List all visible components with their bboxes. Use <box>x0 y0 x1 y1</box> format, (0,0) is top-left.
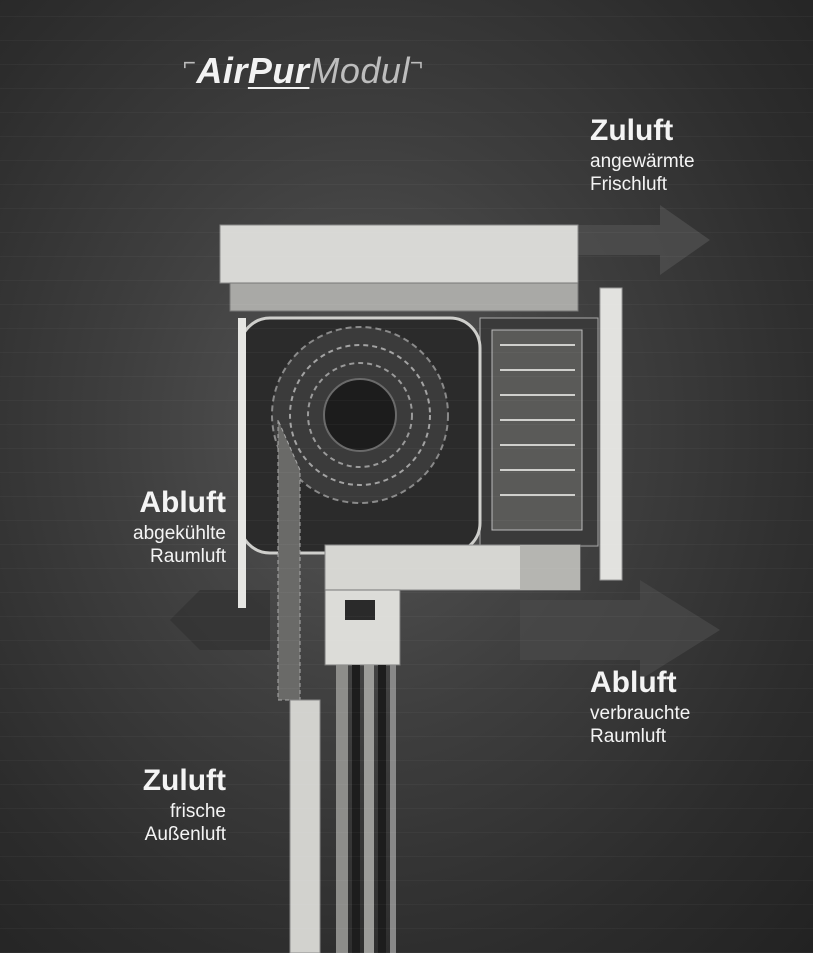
window-pane-3 <box>364 665 374 953</box>
window-frame-shade <box>520 545 580 590</box>
label-line-2: Raumluft <box>149 546 226 568</box>
label-title: Zuluft <box>590 114 674 147</box>
label-line-1: verbrauchte <box>590 702 691 724</box>
housing-top-box <box>219 224 579 284</box>
label-zuluft-top: Zuluft angewärmte Frischluft <box>590 112 695 197</box>
label-line-2: Frischluft <box>590 174 668 196</box>
airpurmodul-logo: ⌐AirPurModul¬ <box>183 50 423 92</box>
label-line-1: abgekühlte <box>133 522 226 544</box>
label-abluft-left: Abluft abgekühlte Raumluft <box>60 484 226 569</box>
outer-frame-lower <box>289 699 321 953</box>
label-line-2: Außenluft <box>144 824 226 846</box>
exhaust-air-flow-right <box>520 580 720 680</box>
window-pane-1 <box>336 665 348 953</box>
vent-filter-lamellas <box>500 344 575 496</box>
supply-air-flow-top <box>560 205 710 275</box>
label-title: Abluft <box>590 666 677 699</box>
vent-filter <box>491 329 583 531</box>
label-line-2: Raumluft <box>590 726 667 748</box>
exhaust-air-flow-left <box>170 590 270 650</box>
window-pane-4 <box>378 665 386 953</box>
rolled-shutter-coil <box>271 326 449 504</box>
label-line-1: frische <box>170 800 226 822</box>
window-pane-2 <box>352 665 360 953</box>
label-abluft-right: Abluft verbrauchte Raumluft <box>590 664 690 749</box>
housing-top-shade <box>229 282 579 312</box>
window-pane-5 <box>390 665 396 953</box>
logo-modul: Modul <box>309 50 410 91</box>
label-title: Abluft <box>139 486 226 519</box>
logo-left-tick: ⌐ <box>183 50 197 75</box>
label-line-1: angewärmte <box>590 150 695 172</box>
logo-right-tick: ¬ <box>409 50 424 75</box>
vent-panel-outer <box>599 287 623 581</box>
logo-pur: Pur <box>247 50 310 91</box>
shutter-curtain <box>277 419 301 701</box>
label-zuluft-bottom: Zuluft frische Außenluft <box>80 762 226 847</box>
window-profile-slot <box>345 600 375 620</box>
logo-air: Air <box>196 50 248 91</box>
shutter-box-left-wall <box>238 318 246 608</box>
label-title: Zuluft <box>142 764 226 797</box>
